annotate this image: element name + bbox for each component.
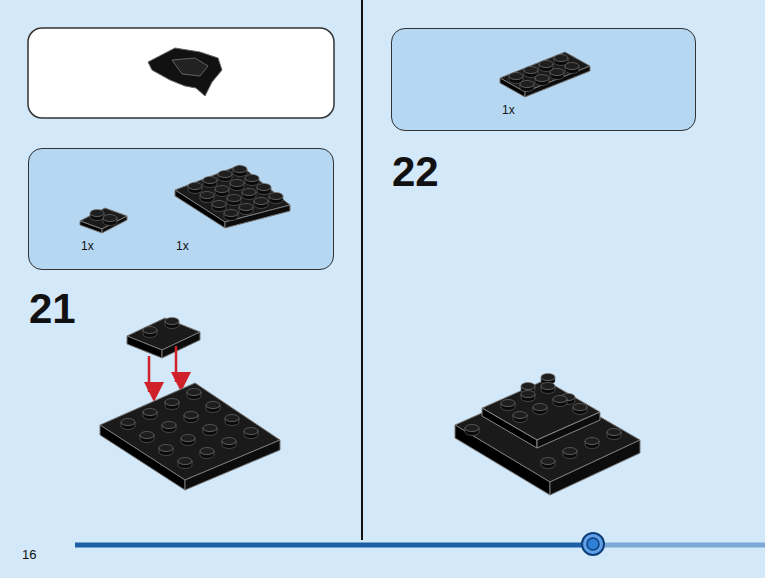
plate-2x4 xyxy=(500,52,590,97)
page-number: 16 xyxy=(22,547,36,562)
parts-panel-fill xyxy=(391,28,696,131)
step-number: 21 xyxy=(29,285,76,333)
parts-panel-fill xyxy=(28,148,334,270)
subassembly-thumbnail xyxy=(148,48,222,96)
step-number: 22 xyxy=(392,148,439,196)
part-quantity: 1x xyxy=(176,239,189,253)
plate-1x2 xyxy=(80,208,127,233)
parts-callout-box: 1x xyxy=(391,28,696,131)
plate-4x4 xyxy=(175,165,290,228)
part-quantity: 1x xyxy=(81,239,94,253)
part-quantity: 1x xyxy=(502,103,515,117)
progress-bar xyxy=(75,533,765,555)
parts-callout-box: 1x 1x xyxy=(28,148,334,270)
plate-1x2 xyxy=(127,318,200,359)
previous-step-panel xyxy=(28,28,334,118)
plate-4x4 xyxy=(100,383,280,490)
assembly-arrow xyxy=(149,346,176,392)
built-subassembly xyxy=(455,374,640,496)
divider xyxy=(361,0,363,540)
